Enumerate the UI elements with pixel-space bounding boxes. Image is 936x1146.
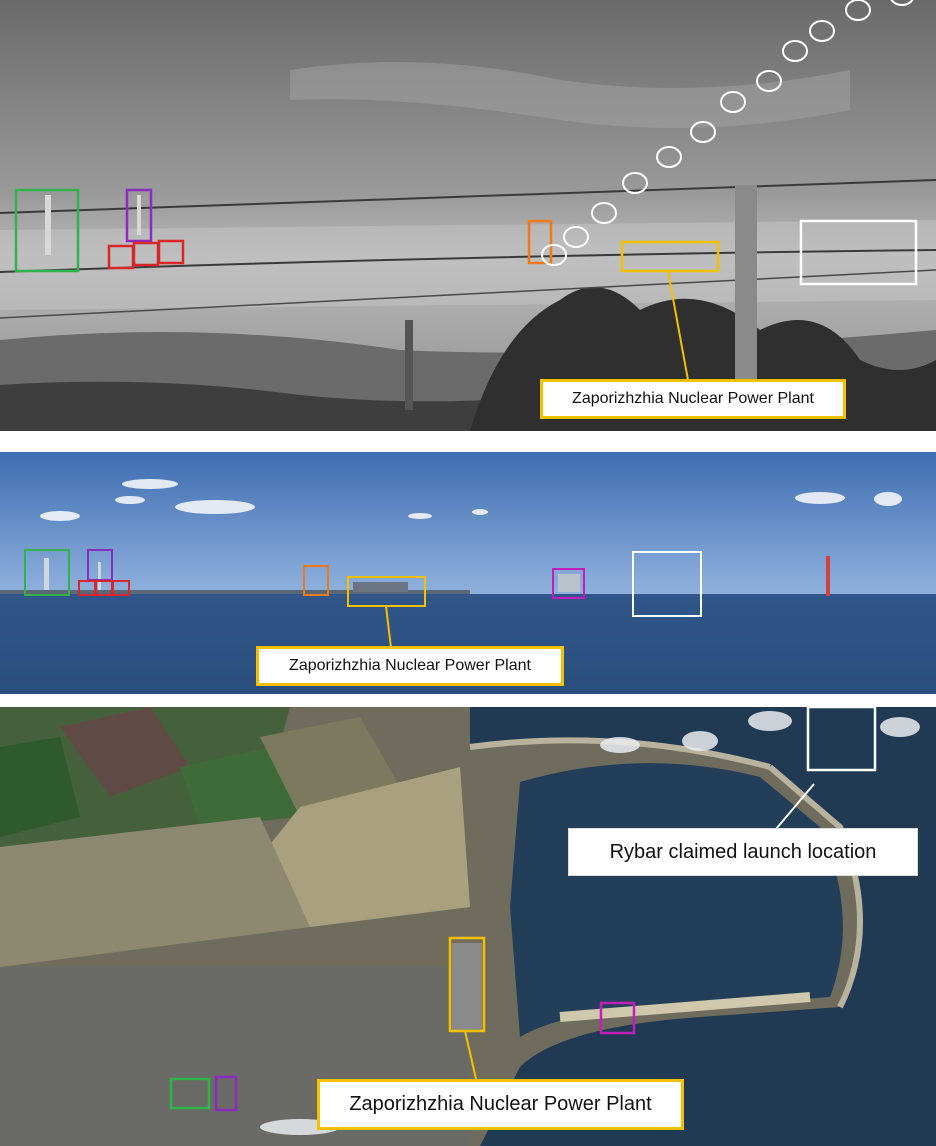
magenta-marker-box: [552, 568, 585, 599]
launch-marker-box: [806, 707, 877, 772]
launch-marker-box: [632, 551, 702, 617]
trajectory-circle-icon: [756, 70, 782, 92]
trajectory-circle-icon: [591, 202, 617, 224]
purple-marker-box: [214, 1075, 238, 1112]
trajectory-circle-icon: [690, 121, 716, 143]
trajectory-circle-icon: [622, 172, 648, 194]
orange-marker-box: [527, 219, 553, 265]
green-marker-box: [24, 549, 70, 596]
plant-label: Zaporizhzhia Nuclear Power Plant: [317, 1079, 684, 1130]
launch-location-label: Rybar claimed launch location: [568, 828, 918, 876]
trajectory-circle-icon: [563, 226, 589, 248]
trajectory-circle-icon: [656, 146, 682, 168]
plant-marker-box: [620, 240, 720, 273]
trajectory: [541, 0, 914, 266]
purple-marker-box: [125, 188, 153, 243]
trajectory-circle-icon: [890, 0, 914, 6]
plant-marker-box: [448, 936, 486, 1033]
trajectory-circle-icon: [782, 40, 808, 62]
trajectory-circle-icon: [809, 20, 835, 42]
trajectory-circle-icon: [845, 0, 871, 21]
plant-label: Zaporizhzhia Nuclear Power Plant: [540, 379, 846, 419]
sea-view-image: [0, 452, 936, 694]
trajectory-circle-icon: [720, 91, 746, 113]
red-marker-box: [157, 239, 185, 265]
sea-view-panel: Zaporizhzhia Nuclear Power Plant: [0, 452, 936, 694]
orange-marker-box: [303, 565, 329, 596]
green-marker-box: [14, 188, 80, 273]
trajectory-circle-icon: [541, 244, 567, 266]
magenta-marker-box: [599, 1001, 636, 1035]
green-marker-box: [169, 1077, 211, 1110]
thermal-panel: Zaporizhzhia Nuclear Power Plant: [0, 0, 936, 431]
launch-marker-box: [799, 219, 918, 286]
satellite-panel: Rybar claimed launch location Zaporizhzh…: [0, 707, 936, 1146]
red-marker-box: [112, 580, 130, 596]
plant-label: Zaporizhzhia Nuclear Power Plant: [256, 646, 564, 686]
thermal-image: [0, 0, 936, 431]
